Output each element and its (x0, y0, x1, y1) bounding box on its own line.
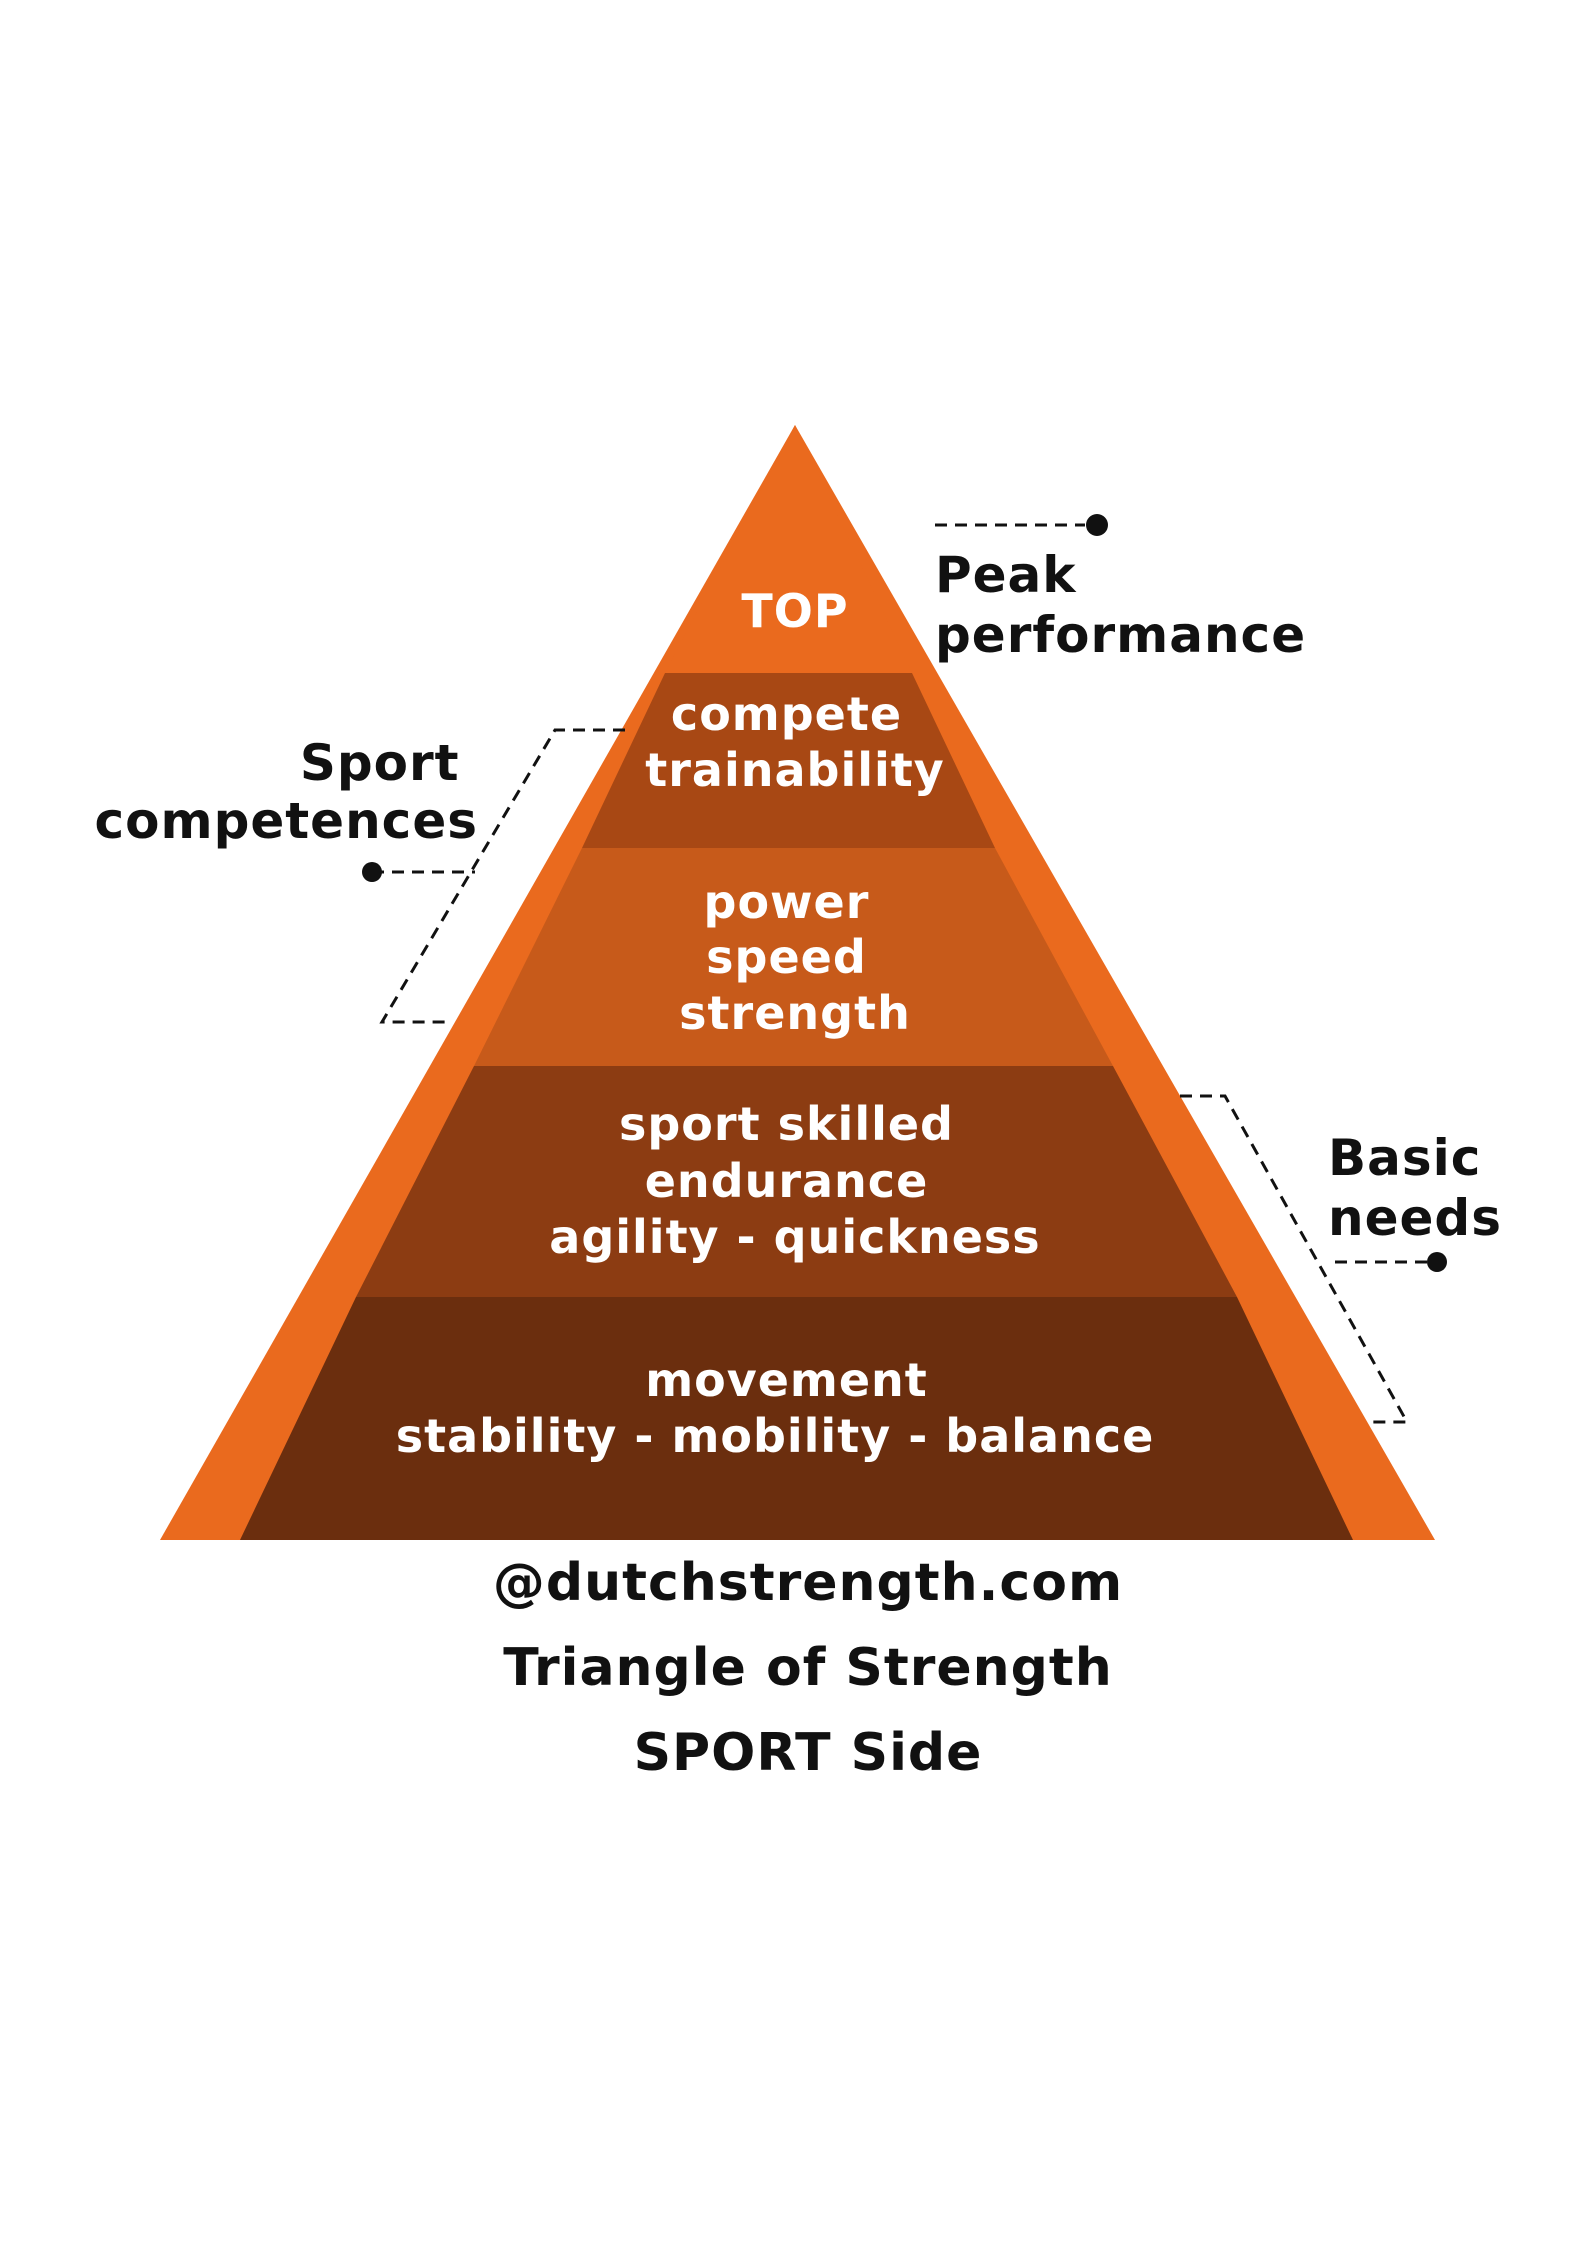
sport-competences-line-1: Sport (300, 734, 460, 792)
layer-power-line-1: power (704, 875, 870, 929)
layer-power-label: power speed strength (679, 875, 911, 1040)
basic-needs-label: Basic needs (1328, 1129, 1502, 1247)
peak-performance-label: Peak performance (935, 546, 1306, 664)
sport-competences-pointer-dot (362, 862, 382, 882)
layer-movement-line-2: stability - mobility - balance (396, 1409, 1155, 1463)
peak-connector-dot (1086, 514, 1108, 536)
layer-top-line: TOP (741, 584, 848, 638)
peak-performance-annotation: Peak performance (935, 514, 1306, 664)
layer-compete-line-2: trainability (645, 743, 944, 797)
basic-needs-annotation: Basic needs (1180, 1094, 1502, 1424)
basic-needs-bracket (1180, 1094, 1410, 1424)
layer-skills-label: sport skilled endurance agility - quickn… (549, 1097, 1040, 1264)
layer-compete-band (582, 673, 995, 848)
layer-top-label: TOP (741, 584, 848, 638)
layer-movement-band (240, 1297, 1353, 1540)
sport-competences-bracket (379, 728, 625, 1024)
footer-title: Triangle of Strength (503, 1638, 1113, 1698)
layer-skills-line-2: endurance (645, 1154, 929, 1208)
layer-skills-line-1: sport skilled (619, 1097, 954, 1151)
layer-movement-label: movement stability - mobility - balance (396, 1353, 1155, 1463)
sport-competences-line-2: competences (94, 792, 478, 850)
peak-line-1: Peak (935, 546, 1077, 604)
peak-line-2: performance (935, 606, 1306, 664)
footer-subtitle: SPORT Side (634, 1723, 983, 1783)
layer-compete-line-1: compete (671, 687, 902, 741)
layer-skills-line-3: agility - quickness (549, 1210, 1040, 1264)
basic-needs-line-1: Basic (1328, 1129, 1481, 1187)
layer-skills-band (356, 1066, 1237, 1297)
sport-competences-annotation: Sport competences (94, 728, 625, 1024)
basic-needs-pointer-dot (1427, 1252, 1447, 1272)
layer-top-band (665, 425, 912, 673)
layer-power-band (474, 848, 1113, 1066)
layer-movement-line-1: movement (645, 1353, 928, 1407)
layer-power-line-2: speed (706, 930, 867, 984)
layer-power-line-3: strength (679, 986, 911, 1040)
sport-competences-label: Sport competences (94, 734, 478, 850)
footer-handle: @dutchstrength.com (493, 1553, 1123, 1613)
layer-compete-label: compete trainability (645, 687, 944, 797)
basic-needs-line-2: needs (1328, 1189, 1502, 1247)
